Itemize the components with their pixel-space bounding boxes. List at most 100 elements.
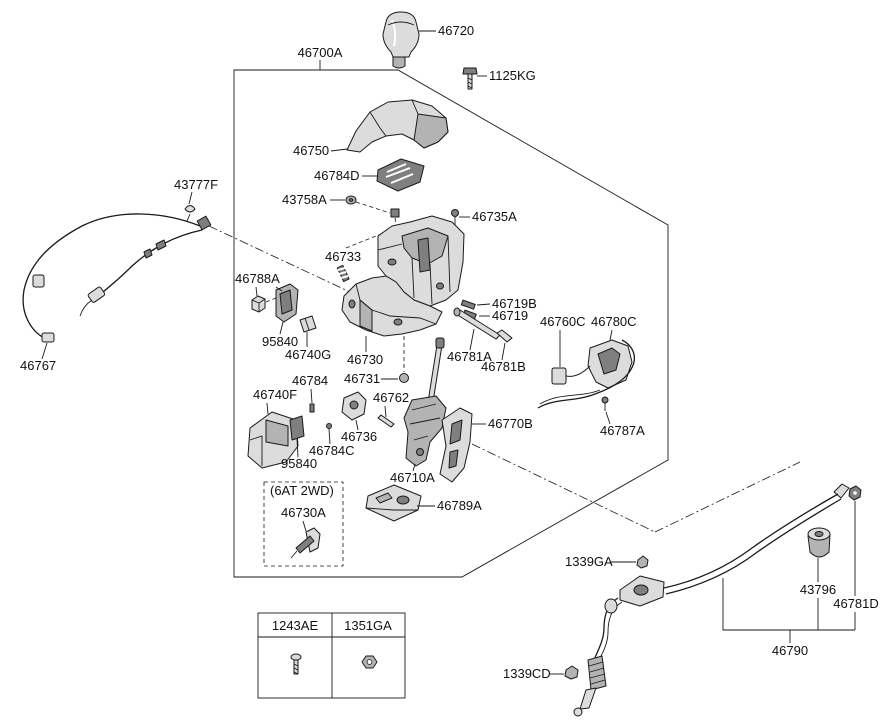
left-cable xyxy=(22,213,212,343)
callout-95840-a: 95840 xyxy=(262,334,298,349)
cable-ring xyxy=(604,598,618,614)
variant-box xyxy=(263,481,344,567)
knob-highlight xyxy=(391,19,397,47)
callout-46735a: 46735A xyxy=(472,209,517,224)
callout-43758a: 43758A xyxy=(282,192,327,207)
leader-line xyxy=(255,286,258,297)
lever-top xyxy=(435,337,445,349)
bolt-icon xyxy=(462,67,478,90)
callout-43796: 43796 xyxy=(800,582,836,597)
callout-46784c: 46784C xyxy=(309,443,355,458)
wiring-harness xyxy=(537,339,636,409)
cable-connector-mid xyxy=(87,286,106,303)
screw-shaft xyxy=(293,659,299,675)
grommet-body xyxy=(807,533,831,558)
callout-46781a: 46781A xyxy=(447,349,492,364)
plate-body xyxy=(439,407,473,483)
leader-line xyxy=(469,328,475,351)
nut-icon xyxy=(848,485,862,501)
knob-body xyxy=(382,11,420,58)
cable-end-fitting xyxy=(833,483,850,499)
cable-connector-top xyxy=(196,215,212,231)
reference-line xyxy=(208,225,351,293)
lever-body xyxy=(403,395,447,467)
sensor-connector xyxy=(275,283,299,323)
callout-46736: 46736 xyxy=(341,429,377,444)
callout-46781d: 46781D xyxy=(833,596,879,611)
callout-43777f: 43777F xyxy=(174,177,218,192)
lever-tip xyxy=(290,550,298,559)
nut-hole xyxy=(853,491,857,495)
bolt-thread xyxy=(467,77,473,89)
cable-clamp xyxy=(155,239,167,251)
leader-line xyxy=(310,388,313,404)
detent-plate xyxy=(439,407,473,483)
leader-line xyxy=(355,419,359,431)
callout-46719: 46719 xyxy=(492,308,528,323)
callout-46750: 46750 xyxy=(293,143,329,158)
small-pin xyxy=(326,423,332,429)
leader-line xyxy=(609,329,613,341)
sensor-cube xyxy=(251,295,266,313)
callout-46710a: 46710A xyxy=(390,470,435,485)
lever-arm xyxy=(295,535,315,554)
shift-cable xyxy=(573,483,850,717)
callout-46790: 46790 xyxy=(772,643,808,658)
cube-body xyxy=(251,295,266,313)
screw-head xyxy=(601,396,609,404)
callout-46788a: 46788A xyxy=(235,271,280,286)
knob-shaft xyxy=(392,56,406,69)
screw-icon xyxy=(451,209,459,225)
bracket-face xyxy=(265,419,289,447)
callout-46733: 46733 xyxy=(325,249,361,264)
lever-pivot xyxy=(416,448,424,456)
bracket-hole xyxy=(633,584,649,596)
spring-coils xyxy=(337,267,349,279)
solenoid-core xyxy=(349,400,359,410)
shifter-cover xyxy=(346,99,449,153)
clip-ring xyxy=(184,205,196,213)
callout-46731: 46731 xyxy=(344,371,380,386)
pivot-hole xyxy=(348,299,356,309)
knob-ridge xyxy=(387,21,415,26)
cable-main xyxy=(22,213,201,339)
callout-46770b: 46770B xyxy=(488,416,533,431)
callout-46789a: 46789A xyxy=(437,498,482,513)
plate-edge xyxy=(365,507,418,511)
cable-sheath xyxy=(663,493,839,589)
cable-connector-end xyxy=(41,332,55,343)
callout-1339cd: 1339CD xyxy=(503,666,551,681)
nut-icon xyxy=(345,195,357,205)
callout-46730a: 46730A xyxy=(281,505,326,520)
cube-edges xyxy=(251,298,266,312)
nut-icon xyxy=(564,665,579,680)
leader-line xyxy=(328,428,331,445)
nut-hole xyxy=(348,198,354,202)
callout-46730: 46730 xyxy=(347,352,383,367)
callout-46784: 46784 xyxy=(292,373,328,388)
cable-eye xyxy=(573,707,583,717)
lock-bracket xyxy=(247,411,299,469)
clip-tail xyxy=(186,213,191,222)
callout-46740f: 46740F xyxy=(253,387,297,402)
bracket-line xyxy=(722,578,855,631)
bracket-edge xyxy=(249,435,263,466)
leader-line xyxy=(330,148,348,152)
plate-body xyxy=(365,484,422,522)
table-frame xyxy=(257,612,406,699)
leader-line xyxy=(412,463,416,472)
plate-slots xyxy=(385,163,414,184)
mount-hole xyxy=(387,258,397,266)
variant-lever xyxy=(290,527,321,559)
callout-46700a: 46700A xyxy=(298,45,343,60)
callout-1125kg: 1125KG xyxy=(489,68,536,83)
body-edge xyxy=(355,283,437,325)
screw-thread xyxy=(293,663,299,675)
reference-line xyxy=(471,443,656,533)
callout-46719b: 46719B xyxy=(492,296,537,311)
cable-connector-left xyxy=(32,274,45,288)
leader-line xyxy=(384,405,387,418)
grommet-hole xyxy=(814,531,824,537)
callout-46780c: 46780C xyxy=(591,314,637,329)
